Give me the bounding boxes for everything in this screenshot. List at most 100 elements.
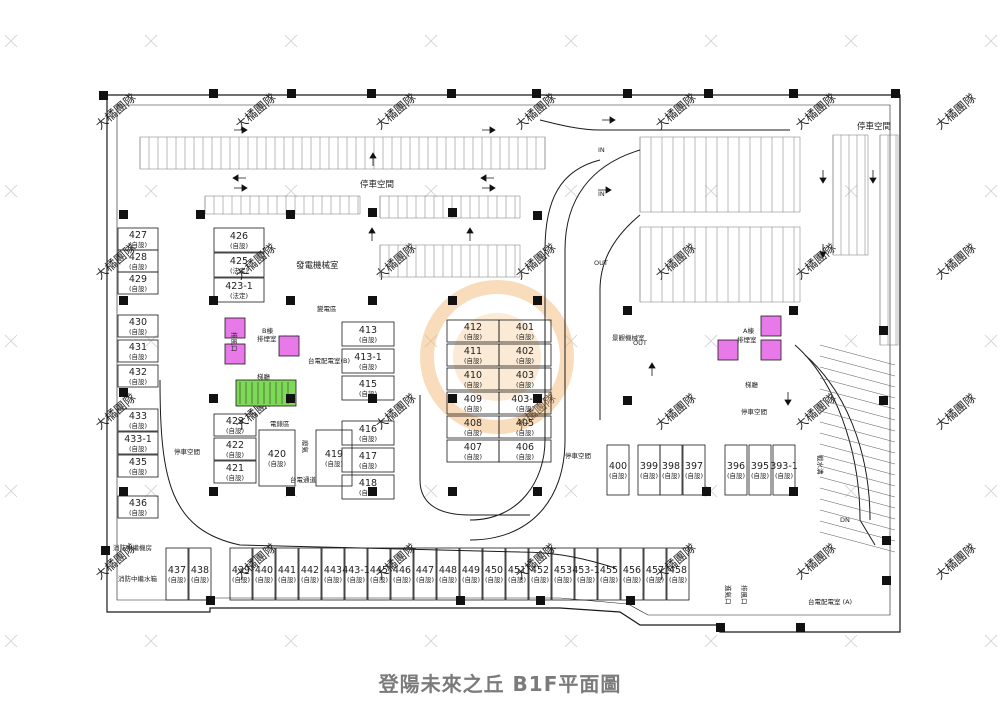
slot-south: 443(自設) xyxy=(321,547,345,601)
slot-type: (自設) xyxy=(609,471,627,480)
column xyxy=(119,210,128,219)
slot-outline xyxy=(117,271,159,295)
watermark-cross xyxy=(424,484,438,498)
column xyxy=(796,623,805,632)
elevator-a3 xyxy=(760,339,782,361)
column xyxy=(704,89,713,98)
slot-number: 457 xyxy=(646,565,664,576)
slot-number: 407 xyxy=(464,442,482,453)
label-smoke-a: 排煙室 xyxy=(737,335,757,344)
slot-type: (自設) xyxy=(301,575,319,584)
slot-type: (自設) xyxy=(129,467,147,476)
slot-south: 449(自設) xyxy=(459,547,483,601)
ramp-hatch-line xyxy=(819,487,896,509)
column xyxy=(716,623,725,632)
slot-island-r: 405(自設) xyxy=(498,415,552,439)
slot-type: (自設) xyxy=(129,240,147,249)
slot-number: 448 xyxy=(439,565,457,576)
watermark-cross xyxy=(424,184,438,198)
slot-outline xyxy=(275,547,299,601)
column xyxy=(368,208,377,217)
ramp-hatch-line xyxy=(819,498,896,520)
slot-type: (自設) xyxy=(129,284,147,293)
slot-type: (自設) xyxy=(168,575,186,584)
watermark-cross xyxy=(4,634,18,648)
slot-type: (自設) xyxy=(775,471,793,480)
watermark-cross xyxy=(984,634,998,648)
ramp-hatch-line xyxy=(819,410,896,432)
slot-number: 427 xyxy=(129,230,147,241)
column xyxy=(286,210,295,219)
watermark-cross xyxy=(424,334,438,348)
slot-number: 393-1 xyxy=(770,461,798,472)
slot-outline xyxy=(344,547,368,601)
arrow-u xyxy=(368,227,376,241)
watermark-cross xyxy=(564,34,578,48)
slot-east: 395(自設) xyxy=(748,444,772,496)
slot-type: (自設) xyxy=(416,575,434,584)
slot-number: 443-1 xyxy=(342,565,370,576)
slot-outline xyxy=(213,413,257,437)
arrow-l xyxy=(480,174,494,182)
column xyxy=(533,487,542,496)
slot-number: 430 xyxy=(129,317,147,328)
slot-outline xyxy=(341,474,395,500)
slot-west: 436(自設) xyxy=(117,495,159,519)
column xyxy=(532,89,541,98)
watermark-text: 大橘團隊 xyxy=(792,90,838,132)
slot-type: (自設) xyxy=(370,575,388,584)
label-exhaust-b: 排風口 xyxy=(230,332,239,352)
slot-core: 416(自設) xyxy=(341,420,395,446)
slot-number: 432 xyxy=(129,367,147,378)
watermark-text: 大橘團隊 xyxy=(792,390,838,432)
slot-number: 402 xyxy=(516,346,534,357)
column xyxy=(119,487,128,496)
slot-type: (自設) xyxy=(727,471,745,480)
slot-type: (自設) xyxy=(191,575,209,584)
north-parking-stripes xyxy=(139,134,899,346)
slot-number: 406 xyxy=(516,442,534,453)
column xyxy=(891,89,900,98)
slot-outline xyxy=(341,447,395,473)
slot-type: (自設) xyxy=(359,434,377,443)
slot-south: 447(自設) xyxy=(413,547,437,601)
watermark-cross xyxy=(4,184,18,198)
column xyxy=(368,394,377,403)
slot-east: 399(自設) xyxy=(637,444,661,496)
slot-number: 403 xyxy=(516,370,534,381)
slot-number: 425 xyxy=(230,256,248,267)
slot-number: 452 xyxy=(531,565,549,576)
slot-outline xyxy=(748,444,772,496)
watermark-cross xyxy=(144,484,158,498)
slot-south: 457(自設) xyxy=(643,547,667,601)
watermark-text: 大橘團隊 xyxy=(932,90,978,132)
slot-south: 456(自設) xyxy=(620,547,644,601)
watermark-text: 大橘團隊 xyxy=(652,90,698,132)
watermark-cross xyxy=(564,334,578,348)
column xyxy=(882,576,891,585)
ramp-hatch-line xyxy=(819,399,896,421)
slot-west: 435(自設) xyxy=(117,454,159,478)
column xyxy=(623,306,632,315)
slot-east: 396(自設) xyxy=(724,444,748,496)
slot-type: (自設) xyxy=(646,575,664,584)
slot-west: 429(自設) xyxy=(117,271,159,295)
column xyxy=(448,296,457,305)
watermark-cross xyxy=(284,634,298,648)
column xyxy=(456,596,465,605)
label-dn: DN xyxy=(840,516,850,524)
slot-number: 408 xyxy=(464,418,482,429)
slot-number: 438 xyxy=(191,565,209,576)
column xyxy=(789,306,798,315)
label-in-2: IN xyxy=(598,190,605,198)
slot-type: (自設) xyxy=(439,575,457,584)
slot-type: (自設) xyxy=(129,508,147,517)
label-stair-b: 梯廳 xyxy=(257,372,271,381)
label-smoke-b: 排煙室 xyxy=(257,334,277,343)
slot-outline xyxy=(213,277,265,303)
slot-number: 451 xyxy=(508,565,526,576)
slot-south: 440(自設) xyxy=(252,547,276,601)
ramp-hatch-line xyxy=(819,377,896,399)
elevator-b1 xyxy=(224,317,246,339)
ramp-hatch-line xyxy=(819,421,896,443)
